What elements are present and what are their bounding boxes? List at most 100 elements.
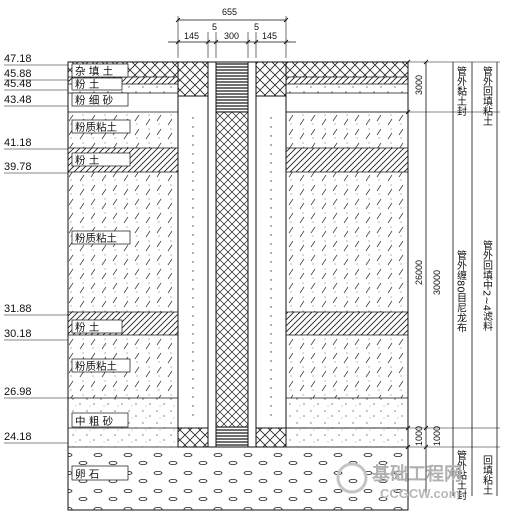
gravel-dot (192, 243, 194, 245)
pipe-screen (215, 111, 249, 428)
gravel-dot (192, 189, 194, 191)
gravel-dot (192, 126, 194, 128)
gravel-dot (192, 162, 194, 164)
gravel-dot (270, 126, 272, 128)
gravel-dot (270, 144, 272, 146)
dim-1000a: 1000 (414, 426, 424, 446)
gravel-dot (270, 198, 272, 200)
gravel-dot (192, 360, 194, 362)
gravel-dot (192, 288, 194, 290)
gravel-dot (270, 117, 272, 119)
gravel-dot (192, 324, 194, 326)
watermark-logo-icon (336, 462, 368, 494)
pipe-sump (215, 426, 249, 448)
gravel-dot (270, 180, 272, 182)
gravel-dot (192, 378, 194, 380)
gravel-dot (270, 288, 272, 290)
gravel-dot (192, 297, 194, 299)
watermark-text: 基础工程网 (371, 463, 462, 485)
gravel-dot (192, 351, 194, 353)
soil-band-right (286, 312, 408, 335)
soil-label-box (71, 152, 131, 167)
gravel-dot (270, 135, 272, 137)
dim-inner: 300 (224, 31, 239, 41)
gravel-dot (192, 153, 194, 155)
gravel-dot (270, 378, 272, 380)
soil-band-right (286, 398, 408, 428)
dim-gap-left: 5 (212, 22, 217, 32)
well-structure (177, 61, 287, 448)
gravel-dot (192, 171, 194, 173)
gravel-dot (192, 144, 194, 146)
label-nylon: 管外缠80目尼龙布 (455, 249, 467, 334)
gravel-dot (192, 414, 194, 416)
soil-band-right (286, 428, 408, 447)
soil-label-box (71, 319, 123, 334)
elevation-label: 45.88 (4, 68, 32, 80)
soil-label: 杂 填 土 (75, 65, 113, 78)
label-backfill-bottom: 回填粘土 (481, 455, 493, 495)
gravel-dot (270, 189, 272, 191)
soil-band-right (286, 148, 408, 172)
gravel-dot (270, 171, 272, 173)
gravel-dot (270, 387, 272, 389)
annulus-bottom-left (177, 427, 209, 448)
pipe-wall-right (247, 61, 257, 448)
gravel-dot (192, 315, 194, 317)
gravel-dot (192, 279, 194, 281)
gravel-dot (270, 261, 272, 263)
gravel-dot (270, 297, 272, 299)
soil-band-bottom (178, 447, 286, 510)
dim-3000: 3000 (414, 75, 424, 95)
gravel-dot (270, 207, 272, 209)
annulus-left (177, 61, 209, 448)
dim-1000b: 1000 (432, 426, 442, 446)
watermark: 基础工程网 CCGCW.com (336, 462, 462, 501)
annulus-seal-left (177, 61, 209, 97)
soil-label: 粉 细 砂 (75, 94, 114, 107)
elevation-label: 43.48 (4, 94, 32, 106)
gravel-dot (270, 315, 272, 317)
dim-30000: 30000 (432, 270, 442, 295)
gravel-dot (270, 369, 272, 371)
soil-band-right (286, 447, 408, 510)
elevation-label: 30.18 (4, 328, 32, 340)
gravel-dot (192, 396, 194, 398)
soil-label-box (71, 230, 131, 245)
soil-label-box (71, 63, 129, 78)
label-clay-seal: 管外黏土封 (455, 65, 467, 116)
soil-label: 粉质粘土 (75, 232, 117, 245)
gravel-dot (192, 207, 194, 209)
soil-label: 中 粗 砂 (75, 415, 114, 428)
gravel-dot (270, 243, 272, 245)
soil-label-box (71, 119, 131, 134)
elevation-labels: 47.1845.8845.4843.4841.1839.7831.8830.18… (4, 53, 68, 444)
gravel-dot (270, 414, 272, 416)
soil-band-left (68, 84, 178, 93)
elevation-label: 45.48 (4, 78, 32, 90)
gravel-dot (192, 198, 194, 200)
elevation-label: 47.18 (4, 53, 32, 65)
soil-band-right (286, 77, 408, 84)
soil-label: 粉质粘土 (75, 121, 117, 134)
gravel-dots (192, 117, 272, 416)
gravel-dot (270, 396, 272, 398)
gravel-dot (192, 261, 194, 263)
dim-overall: 655 (222, 7, 237, 17)
elevation-label: 24.18 (4, 431, 32, 443)
dim-gap-right: 5 (254, 22, 259, 32)
gravel-dot (270, 162, 272, 164)
annulus-right (255, 61, 287, 448)
annulus-seal-right (255, 61, 287, 97)
gravel-dot (270, 324, 272, 326)
soil-label: 粉 土 (75, 78, 99, 91)
soil-label-box (71, 465, 129, 481)
gravel-dot (192, 405, 194, 407)
annulus-bottom-right (255, 427, 287, 448)
elevation-label: 26.98 (4, 386, 32, 398)
elevation-label: 41.18 (4, 137, 32, 149)
top-dimensions: 655 145 5 300 5 145 (168, 7, 296, 58)
soil-label-box (71, 412, 129, 428)
